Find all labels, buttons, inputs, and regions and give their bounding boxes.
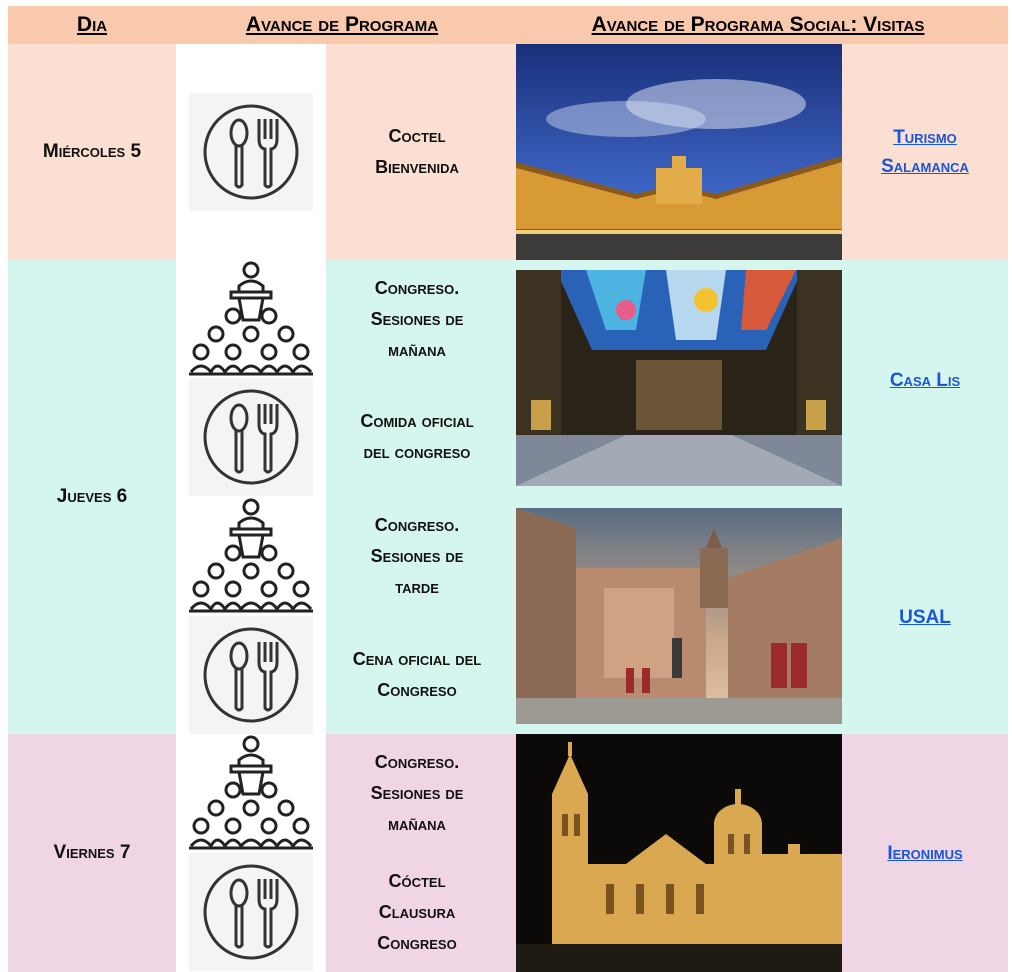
activity-line: Cóctel (388, 870, 446, 891)
visit-link-line: Turismo (893, 127, 957, 148)
visit-link-cell: USAL (842, 500, 1008, 734)
header-social: Avance de Programa Social: Visitas (508, 6, 1008, 44)
activity-line: mañana (388, 813, 446, 834)
visit-link-usal[interactable]: USAL (899, 603, 951, 632)
activity-line: mañana (388, 339, 446, 360)
activity-text-cell: Congreso. Sesiones de mañana (326, 734, 508, 852)
day-label: Viernes 7 (53, 842, 131, 863)
university-facade-photo (516, 508, 842, 724)
activity-line: Congreso. (374, 277, 460, 298)
activity-line: Comida oficial (360, 411, 474, 431)
activity-icon-cell (176, 616, 326, 734)
activity-icon-cell (176, 496, 326, 616)
activity-line: tarde (395, 576, 439, 597)
conference-icon (189, 498, 313, 613)
spacer (508, 44, 516, 260)
visit-link-line: USAL (899, 606, 951, 628)
activity-line: Clausura (378, 901, 456, 922)
activity-line: Sesiones de (370, 308, 464, 329)
visit-link-turismo-salamanca[interactable]: Turismo Salamanca (881, 123, 969, 181)
visit-link-ieronimus[interactable]: Ieronimus (887, 839, 962, 868)
activity-text-cell: Congreso. Sesiones de mañana (326, 260, 508, 378)
visit-link-cell: Turismo Salamanca (842, 44, 1008, 260)
activity-line: Congreso (377, 932, 457, 953)
activity-text-cell: Cóctel Clausura Congreso (326, 852, 508, 972)
day-cell-thursday: Jueves 6 (8, 260, 176, 734)
activity-text-cell: Comida oficial del congreso (326, 378, 508, 496)
activity-text-cell: Coctel Bienvenida (326, 44, 508, 260)
activity-icon-cell (176, 734, 326, 852)
activity-icon-cell (176, 260, 326, 378)
activity-line: del congreso (363, 442, 471, 462)
activity-icon-cell (176, 852, 326, 972)
cutlery-icon (189, 93, 313, 211)
visit-link-casa-lis[interactable]: Casa Lis (890, 366, 960, 395)
visit-photo (516, 508, 842, 724)
day-label: Miércoles 5 (42, 141, 142, 162)
visit-link-line: Salamanca (881, 156, 969, 177)
activity-line: Bienvenida (375, 157, 459, 177)
cutlery-icon (189, 853, 313, 971)
day-cell-wednesday: Miércoles 5 (8, 44, 176, 260)
cathedral-night-photo (516, 734, 842, 972)
visit-link-line: Ieronimus (887, 842, 963, 864)
day-cell-friday: Viernes 7 (8, 734, 176, 972)
activity-line: Congreso. (374, 514, 460, 535)
visit-photo (516, 270, 842, 486)
header-day-label: Dia (76, 13, 108, 36)
activity-icon-cell (176, 44, 326, 260)
cutlery-icon (189, 616, 313, 734)
spacer (508, 734, 516, 972)
activity-icon-cell (176, 378, 326, 496)
header-social-label: Avance de Programa Social: Visitas (591, 13, 925, 36)
activity-line: Congreso. (374, 751, 460, 772)
activity-line: Coctel (388, 126, 446, 146)
visit-link-cell: Casa Lis (842, 260, 1008, 500)
day-label: Jueves 6 (56, 486, 128, 507)
conference-icon (189, 735, 313, 850)
visit-link-line: Casa Lis (889, 369, 961, 391)
plaza-mayor-photo (516, 44, 842, 260)
cutlery-icon (189, 378, 313, 496)
visit-link-cell: Ieronimus (842, 734, 1008, 972)
activity-line: Congreso (377, 680, 457, 700)
casa-lis-photo (516, 270, 842, 486)
conference-icon (189, 261, 313, 376)
header-program: Avance de Programa (176, 6, 508, 44)
header-program-label: Avance de Programa (245, 13, 439, 36)
activity-text-cell: Cena oficial del Congreso (326, 616, 508, 734)
visit-photo (516, 44, 842, 260)
header-day: Dia (8, 6, 176, 44)
visit-photo (516, 734, 842, 972)
activity-text-cell: Congreso. Sesiones de tarde (326, 496, 508, 616)
activity-line: Sesiones de (370, 782, 464, 803)
activity-line: Cena oficial del (352, 649, 482, 669)
activity-line: Sesiones de (370, 545, 464, 566)
